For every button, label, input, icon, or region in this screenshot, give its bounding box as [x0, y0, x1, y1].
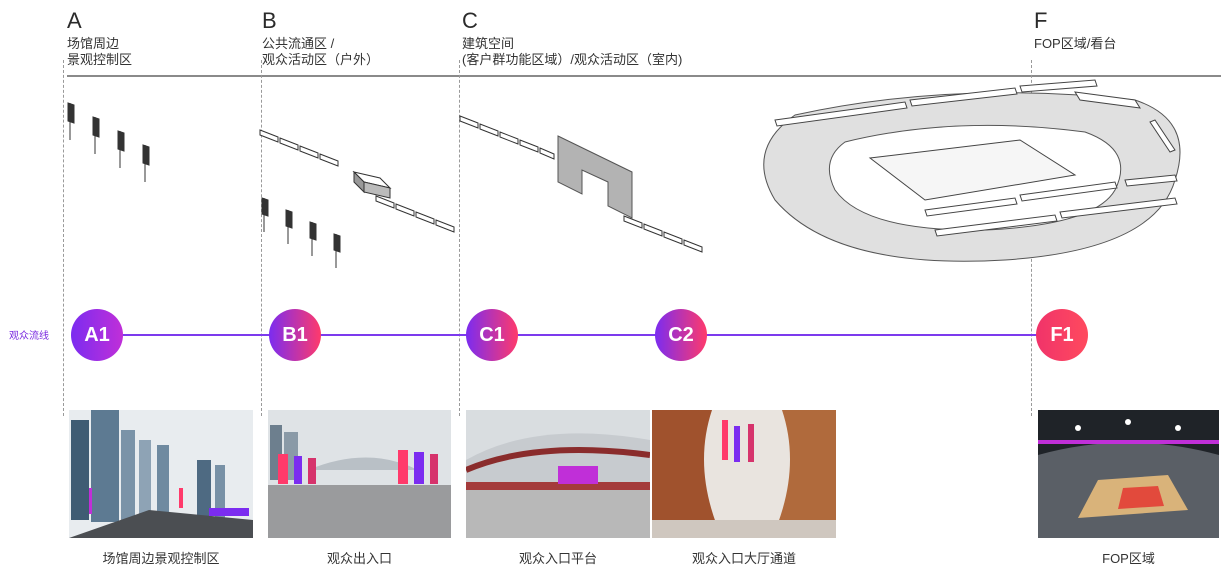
zone-a-line-2: 景观控制区 [67, 52, 133, 67]
node-c2[interactable]: C2 [655, 309, 707, 361]
photo-entrance-platform [466, 410, 650, 538]
zone-f-line-1: FOP区域/看台 [1034, 36, 1117, 51]
zone-a-line-1: 场馆周边 [67, 36, 120, 51]
zone-f-letter: F [1034, 8, 1048, 33]
zone-b-line-2: 观众活动区（户外） [262, 52, 380, 67]
caption-fop-area: FOP区域 [1102, 551, 1155, 566]
zone-a-flags-illustration [67, 102, 150, 182]
photo-entrance [268, 410, 451, 538]
photo-landscape-zone [69, 410, 253, 538]
photo-fop-area [1038, 410, 1219, 538]
zone-b-fence-illustration [259, 129, 455, 268]
node-b1[interactable]: B1 [269, 309, 321, 361]
zone-f-header: F FOP区域/看台 [1034, 10, 1116, 52]
zone-c-line-1: 建筑空间 [462, 36, 515, 51]
zone-a-header: A 场馆周边 景观控制区 [67, 10, 132, 68]
zone-c-building-illustration [459, 115, 703, 253]
flow-line [88, 334, 1068, 336]
photo-entrance-hall [652, 410, 836, 538]
stadium-bowl-illustration [763, 79, 1181, 262]
zone-a-letter: A [67, 8, 82, 33]
zone-b-letter: B [262, 8, 277, 33]
zone-c-letter: C [462, 8, 478, 33]
zone-c-divider [459, 60, 460, 416]
zone-b-divider [261, 60, 262, 416]
header-divider [67, 75, 1221, 77]
zone-c-line-2: (客户群功能区域）/观众活动区（室内) [462, 52, 683, 67]
zone-b-line-1: 公共流通区 / [262, 36, 335, 51]
node-f1[interactable]: F1 [1036, 309, 1088, 361]
zone-c-header: C 建筑空间 (客户群功能区域）/观众活动区（室内) [462, 10, 682, 68]
caption-entrance-platform: 观众入口平台 [518, 551, 597, 566]
node-c1[interactable]: C1 [466, 309, 518, 361]
caption-entrance-hall: 观众入口大厅通道 [691, 551, 796, 566]
caption-landscape-zone: 场馆周边景观控制区 [102, 551, 220, 566]
zone-a-divider [63, 60, 64, 416]
caption-entrance: 观众出入口 [326, 551, 392, 566]
flow-label: 观众流线 [9, 331, 49, 342]
zone-b-header: B 公共流通区 / 观众活动区（户外） [262, 10, 379, 68]
node-a1[interactable]: A1 [71, 309, 123, 361]
